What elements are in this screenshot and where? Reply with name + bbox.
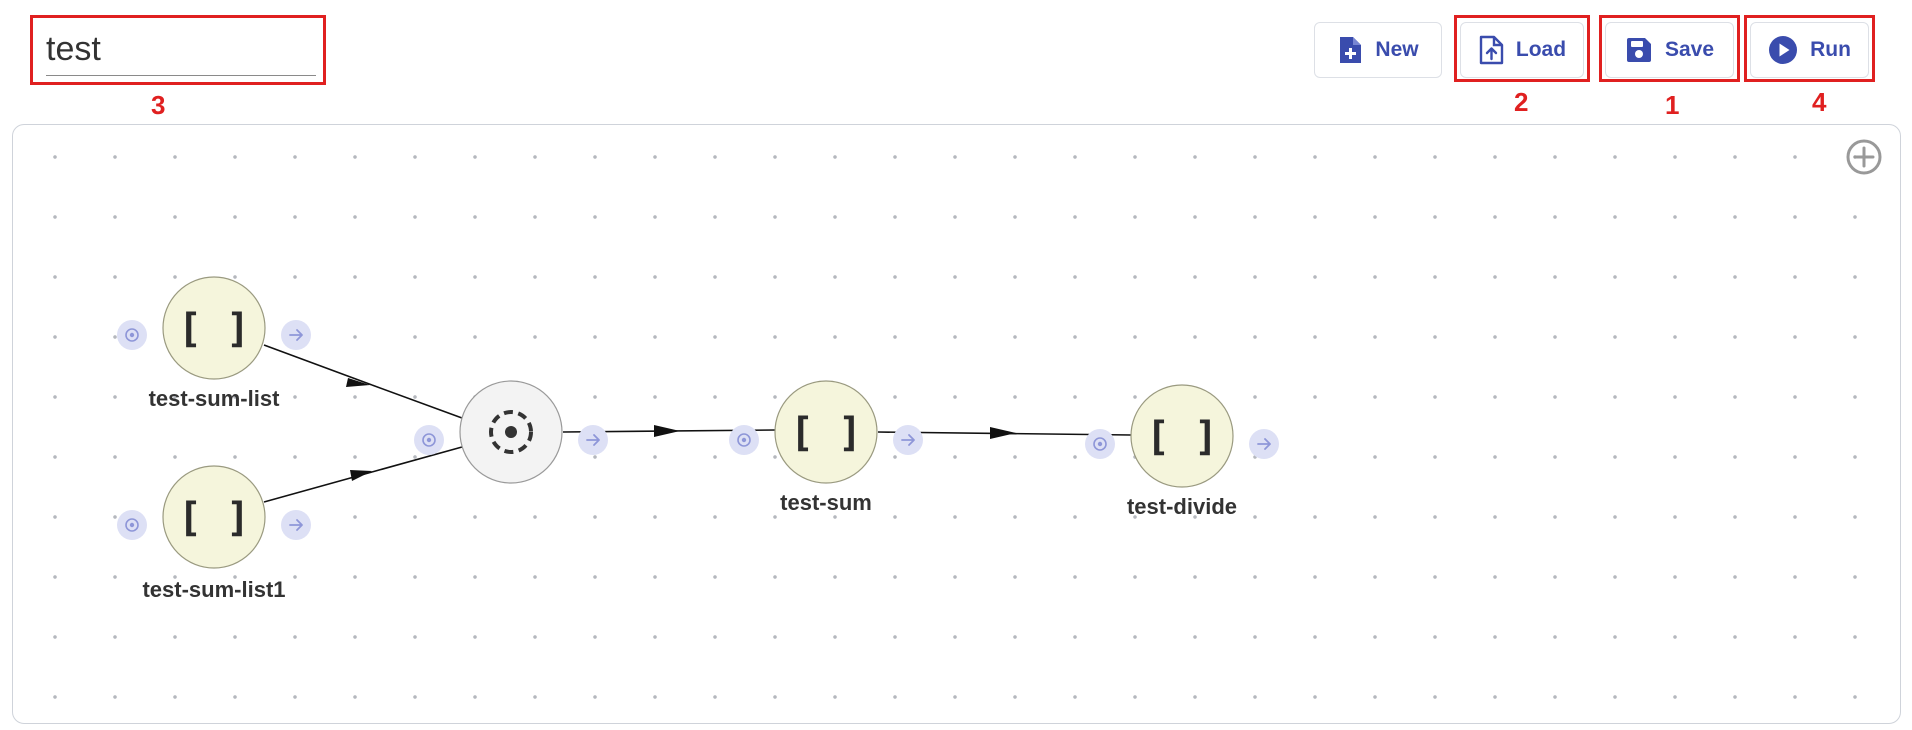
floppy-disk-icon — [1626, 38, 1651, 62]
annotation-load: 2 — [1514, 87, 1529, 117]
output-port-icon[interactable] — [892, 424, 924, 456]
load-button[interactable]: Load — [1460, 22, 1584, 78]
run-highlight — [1744, 15, 1875, 82]
node-test-sum-list[interactable]: [ ] test-sum-list — [116, 276, 312, 411]
node-merge[interactable] — [413, 380, 609, 484]
node-symbol: [ ] — [790, 410, 862, 456]
annotation-run: 4 — [1812, 87, 1827, 117]
play-circle-icon — [1769, 36, 1798, 64]
new-button[interactable]: New — [1314, 22, 1442, 78]
input-port-icon[interactable] — [413, 424, 445, 456]
new-button-label: New — [1375, 38, 1419, 61]
output-port-icon[interactable] — [1248, 428, 1280, 460]
save-highlight — [1599, 15, 1740, 82]
node-label: test-sum-list — [149, 386, 280, 411]
save-button[interactable]: Save — [1605, 22, 1734, 78]
output-port-icon[interactable] — [577, 424, 609, 456]
run-button-label: Run — [1810, 38, 1851, 61]
node-label: test-divide — [1127, 494, 1237, 519]
node-symbol: [ ] — [178, 306, 250, 352]
edge-sum-list-to-merge[interactable] — [263, 344, 463, 419]
pipeline-canvas[interactable] — [12, 124, 1901, 724]
dashed-target-icon — [489, 410, 533, 454]
output-port-icon[interactable] — [280, 509, 312, 541]
node-symbol: [ ] — [1146, 414, 1218, 460]
run-button[interactable]: Run — [1750, 22, 1869, 78]
file-plus-icon — [1340, 37, 1362, 63]
node-label: test-sum — [780, 490, 872, 515]
input-port-icon[interactable] — [728, 424, 760, 456]
input-port-icon[interactable] — [116, 509, 148, 541]
save-button-label: Save — [1664, 38, 1715, 61]
edge-sum-list1-to-merge[interactable] — [263, 446, 463, 503]
output-port-icon[interactable] — [280, 319, 312, 351]
node-test-sum[interactable]: [ ] test-sum — [728, 380, 924, 515]
annotation-title: 3 — [151, 90, 166, 120]
annotation-save: 1 — [1665, 90, 1680, 120]
pipeline-title-input[interactable] — [46, 24, 316, 76]
node-test-sum-list1[interactable]: [ ] test-sum-list1 — [116, 465, 312, 602]
node-test-divide[interactable]: [ ] test-divide — [1084, 384, 1280, 519]
title-highlight — [30, 15, 326, 85]
node-symbol: [ ] — [178, 495, 250, 541]
node-label: test-sum-list1 — [142, 577, 285, 602]
load-highlight — [1454, 15, 1590, 82]
load-button-label: Load — [1515, 38, 1567, 61]
input-port-icon[interactable] — [1084, 428, 1116, 460]
zoom-in-icon[interactable] — [1845, 138, 1883, 176]
input-port-icon[interactable] — [116, 319, 148, 351]
file-upload-icon — [1479, 35, 1504, 65]
